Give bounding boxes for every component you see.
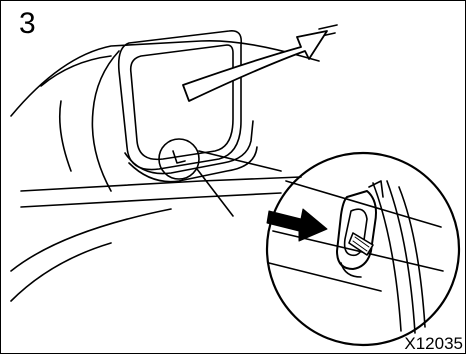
detail-glass-edge	[373, 183, 401, 331]
detail-frame-rail-3	[269, 263, 381, 291]
latch-knob	[349, 233, 373, 255]
figure-code: X12035	[404, 335, 463, 352]
rear-window-glass-inner	[131, 45, 233, 159]
window-frame-ledge	[125, 121, 253, 174]
vehicle-roof-line	[11, 41, 319, 116]
vehicle-body-pillar	[92, 51, 119, 191]
body-lower-curve-2	[11, 243, 111, 301]
motion-line-1	[319, 25, 337, 29]
window-frame-ledge-2	[129, 147, 257, 182]
detail-glass-edge-2	[387, 181, 415, 333]
body-lower-curve	[11, 209, 171, 271]
step-number: 3	[19, 9, 36, 39]
body-belt-line-2	[21, 193, 281, 207]
latch-base	[341, 263, 361, 277]
vehicle-body-pillar-2	[60, 101, 71, 171]
detail-glass-edge-3	[399, 187, 425, 327]
body-belt-line	[21, 177, 301, 191]
